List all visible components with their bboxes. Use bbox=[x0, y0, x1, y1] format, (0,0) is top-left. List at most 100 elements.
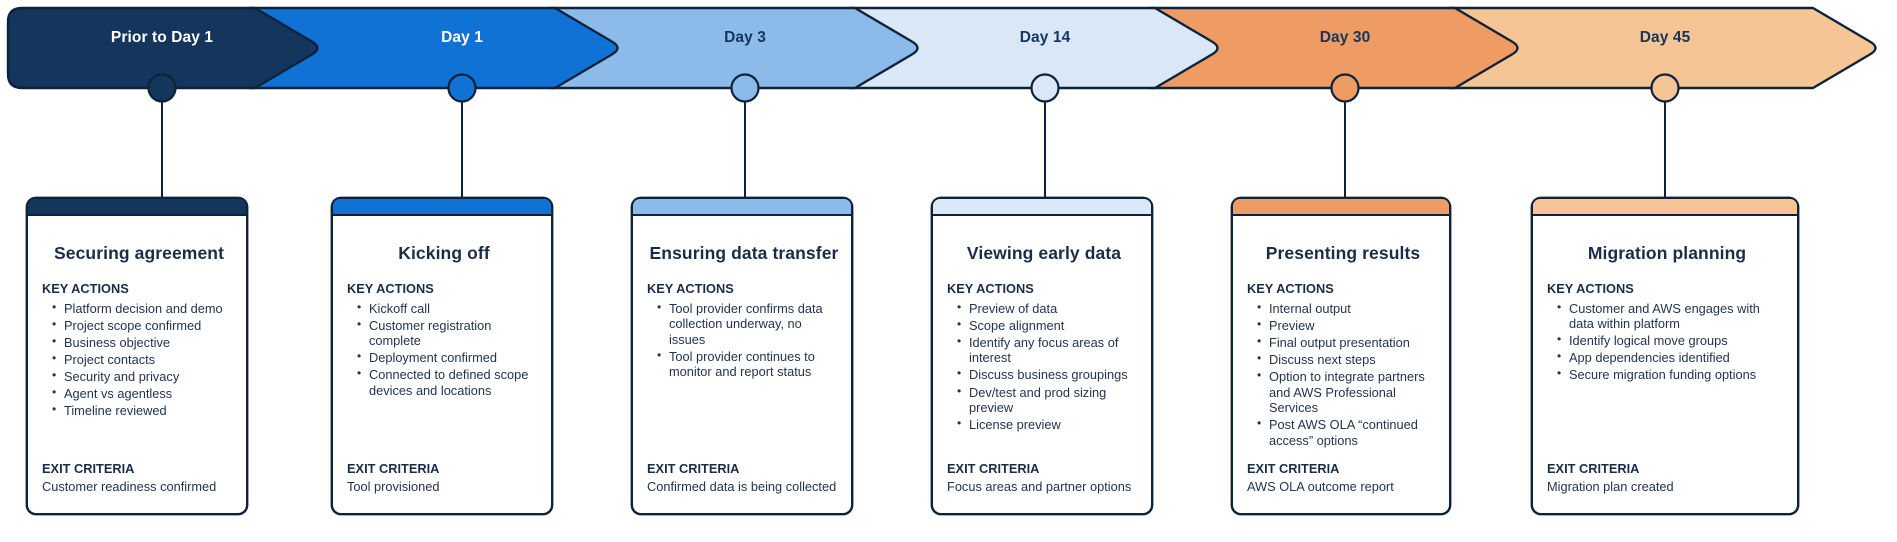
key-action-item: Project contacts bbox=[51, 351, 236, 368]
key-actions-list: Preview of dataScope alignmentIdentify a… bbox=[947, 299, 1141, 434]
key-actions-label: KEY ACTIONS bbox=[42, 281, 129, 296]
phase-marker-circle bbox=[147, 73, 177, 103]
key-action-item: Discuss next steps bbox=[1256, 351, 1439, 368]
exit-criteria-label: EXIT CRITERIA bbox=[1247, 461, 1340, 477]
exit-criteria-text: Migration plan created bbox=[1547, 479, 1674, 495]
phase-card-body: Presenting results KEY ACTIONS Internal … bbox=[1233, 216, 1449, 513]
phase-card-header-bar bbox=[633, 199, 851, 216]
exit-criteria-label: EXIT CRITERIA bbox=[347, 461, 440, 477]
timeline-chevron bbox=[1148, 6, 1519, 90]
phase-card: Ensuring data transfer KEY ACTIONS Tool … bbox=[631, 197, 853, 515]
key-action-item: Internal output bbox=[1256, 300, 1439, 317]
exit-criteria-block: EXIT CRITERIA Focus areas and partner op… bbox=[947, 461, 1141, 495]
phase-card-header-bar bbox=[933, 199, 1151, 216]
key-action-item: Project scope confirmed bbox=[51, 317, 236, 334]
phase-card-header-bar bbox=[333, 199, 551, 216]
phase-card: Viewing early data KEY ACTIONS Preview o… bbox=[931, 197, 1153, 515]
exit-criteria-label: EXIT CRITERIA bbox=[42, 461, 135, 477]
phase-marker-circle bbox=[1030, 73, 1060, 103]
phase-card: Securing agreement KEY ACTIONS Platform … bbox=[26, 197, 248, 515]
phase-title: Viewing early data bbox=[966, 243, 1122, 263]
phase-day-label: Day 14 bbox=[1019, 29, 1071, 46]
key-action-item: Option to integrate partners and AWS Pro… bbox=[1256, 368, 1439, 416]
key-action-item: Tool provider continues to monitor and r… bbox=[656, 348, 841, 380]
key-action-item: License preview bbox=[956, 416, 1141, 433]
phase-card-header-bar bbox=[28, 199, 246, 216]
phase-card-body: Ensuring data transfer KEY ACTIONS Tool … bbox=[633, 216, 851, 513]
phase-card-body: Migration planning KEY ACTIONS Customer … bbox=[1533, 216, 1797, 513]
key-action-item: Platform decision and demo bbox=[51, 300, 236, 317]
key-action-item: Agent vs agentless bbox=[51, 385, 236, 402]
exit-criteria-block: EXIT CRITERIA Confirmed data is being co… bbox=[647, 461, 841, 495]
timeline-chevron bbox=[548, 6, 919, 90]
key-action-item: Identify logical move groups bbox=[1556, 332, 1787, 349]
exit-criteria-text: AWS OLA outcome report bbox=[1247, 479, 1394, 495]
key-action-item: Kickoff call bbox=[356, 300, 541, 317]
key-action-item: Tool provider confirms data collection u… bbox=[656, 300, 841, 348]
phase-card: Migration planning KEY ACTIONS Customer … bbox=[1531, 197, 1799, 515]
exit-criteria-text: Customer readiness confirmed bbox=[42, 479, 217, 495]
exit-criteria-label: EXIT CRITERIA bbox=[947, 461, 1040, 477]
phase-card-header-bar bbox=[1533, 199, 1797, 216]
key-actions-list: Platform decision and demoProject scope … bbox=[42, 299, 236, 420]
key-actions-list: Tool provider confirms data collection u… bbox=[647, 299, 841, 382]
exit-criteria-text: Confirmed data is being collected bbox=[647, 479, 837, 495]
key-action-item: Business objective bbox=[51, 334, 236, 351]
timeline-band bbox=[6, 6, 1877, 200]
phase-title: Securing agreement bbox=[53, 243, 225, 263]
key-action-item: Identify any focus areas of interest bbox=[956, 334, 1141, 366]
timeline-chevron bbox=[248, 6, 619, 90]
key-actions-list: Internal outputPreviewFinal output prese… bbox=[1247, 299, 1439, 450]
phase-title: Presenting results bbox=[1265, 243, 1421, 263]
key-action-item: Deployment confirmed bbox=[356, 349, 541, 366]
phase-title: Kicking off bbox=[398, 243, 490, 263]
timeline-chevron bbox=[848, 6, 1219, 90]
exit-criteria-block: EXIT CRITERIA AWS OLA outcome report bbox=[1247, 461, 1439, 495]
key-action-item: Preview bbox=[1256, 317, 1439, 334]
phase-marker-circle bbox=[1650, 73, 1680, 103]
phase-card-body: Kicking off KEY ACTIONS Kickoff callCust… bbox=[333, 216, 551, 513]
key-action-item: Discuss business groupings bbox=[956, 366, 1141, 383]
exit-criteria-text: Focus areas and partner options bbox=[947, 479, 1132, 495]
timeline-chevron bbox=[1448, 6, 1877, 90]
exit-criteria-block: EXIT CRITERIA Customer readiness confirm… bbox=[42, 461, 236, 495]
key-actions-label: KEY ACTIONS bbox=[1247, 281, 1334, 296]
key-actions-label: KEY ACTIONS bbox=[947, 281, 1034, 296]
key-action-item: Final output presentation bbox=[1256, 334, 1439, 351]
phase-marker-circle bbox=[730, 73, 760, 103]
timeline-chevron bbox=[6, 6, 319, 90]
key-actions-label: KEY ACTIONS bbox=[647, 281, 734, 296]
phase-marker-circle bbox=[447, 73, 477, 103]
key-action-item: Preview of data bbox=[956, 300, 1141, 317]
phase-card-header-bar bbox=[1233, 199, 1449, 216]
exit-criteria-block: EXIT CRITERIA Migration plan created bbox=[1547, 461, 1787, 495]
key-action-item: Security and privacy bbox=[51, 368, 236, 385]
phase-card: Presenting results KEY ACTIONS Internal … bbox=[1231, 197, 1451, 515]
exit-criteria-label: EXIT CRITERIA bbox=[647, 461, 740, 477]
phase-marker-circle bbox=[1330, 73, 1360, 103]
exit-criteria-text: Tool provisioned bbox=[347, 479, 440, 495]
key-action-item: Timeline reviewed bbox=[51, 402, 236, 419]
phase-day-label: Day 30 bbox=[1319, 29, 1371, 46]
phase-card-body: Viewing early data KEY ACTIONS Preview o… bbox=[933, 216, 1151, 513]
key-actions-label: KEY ACTIONS bbox=[1547, 281, 1634, 296]
key-action-item: Dev/test and prod sizing preview bbox=[956, 384, 1141, 416]
phase-title: Ensuring data transfer bbox=[649, 243, 839, 263]
phase-day-label: Prior to Day 1 bbox=[110, 29, 214, 46]
key-action-item: Customer and AWS engages with data withi… bbox=[1556, 299, 1787, 332]
phase-card: Kicking off KEY ACTIONS Kickoff callCust… bbox=[331, 197, 553, 515]
phase-day-label: Day 3 bbox=[724, 29, 766, 46]
key-action-item: Connected to defined scope devices and l… bbox=[356, 366, 541, 398]
exit-criteria-block: EXIT CRITERIA Tool provisioned bbox=[347, 461, 541, 495]
key-actions-list: Kickoff callCustomer registration comple… bbox=[347, 299, 541, 400]
phase-card-body: Securing agreement KEY ACTIONS Platform … bbox=[28, 216, 246, 513]
key-action-item: Customer registration complete bbox=[356, 317, 541, 349]
key-action-item: Secure migration funding options bbox=[1556, 366, 1787, 383]
phase-day-label: Day 1 bbox=[441, 29, 483, 46]
key-actions-label: KEY ACTIONS bbox=[347, 281, 434, 296]
exit-criteria-label: EXIT CRITERIA bbox=[1547, 461, 1640, 477]
key-action-item: App dependencies identified bbox=[1556, 349, 1787, 366]
key-action-item: Scope alignment bbox=[956, 317, 1141, 334]
key-actions-list: Customer and AWS engages with data withi… bbox=[1547, 299, 1787, 385]
